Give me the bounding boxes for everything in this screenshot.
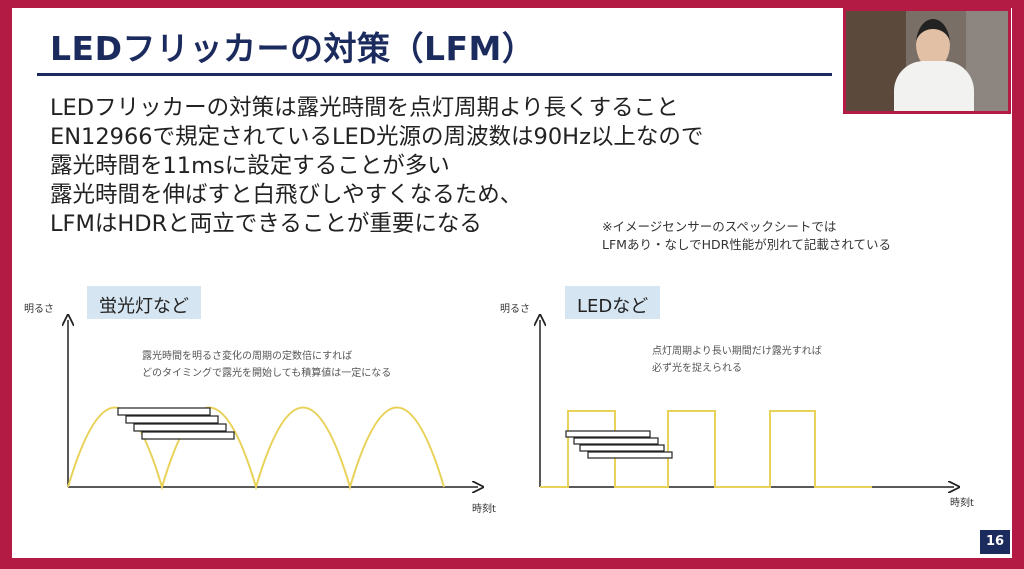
body-line: 露光時間を11msに設定することが多い bbox=[50, 153, 450, 179]
desc-line: どのタイミングで露光を開始しても積算値は一定になる bbox=[142, 368, 392, 379]
body-line: 露光時間を伸ばすと白飛びしやすくなるため、 bbox=[50, 182, 523, 208]
right-x-axis-label: 時刻t bbox=[950, 498, 974, 509]
body-text: LEDフリッカーの対策は露光時間を点灯周期より長くすること EN12966で規定… bbox=[50, 94, 703, 239]
label-fluorescent: 蛍光灯など bbox=[87, 286, 201, 319]
fluorescent-wave bbox=[67, 406, 445, 491]
desc-line: 必ず光を捉えられる bbox=[652, 363, 742, 374]
body-line: LEDフリッカーの対策は露光時間を点灯周期より長くすること bbox=[50, 95, 679, 121]
slide-title: LEDフリッカーの対策（LFM） bbox=[50, 29, 536, 68]
footnote: ※イメージセンサーのスペックシートでは LFMあり・なしでHDR性能が別れて記載… bbox=[602, 218, 891, 254]
title-underline bbox=[37, 73, 832, 76]
body-line: LFMはHDRと両立できることが重要になる bbox=[50, 211, 482, 237]
exposure-bars-right bbox=[565, 430, 673, 459]
right-description: 点灯周期より長い期間だけ露光すれば 必ず光を捉えられる bbox=[652, 343, 822, 377]
left-description: 露光時間を明るさ変化の周期の定数倍にすれば どのタイミングで露光を開始しても積算… bbox=[142, 348, 391, 382]
exposure-bars-left bbox=[117, 407, 235, 440]
label-led: LEDなど bbox=[565, 286, 661, 319]
led-pulse-wave bbox=[540, 410, 872, 488]
note-line: LFMあり・なしでHDR性能が別れて記載されている bbox=[602, 237, 892, 252]
presenter-webcam bbox=[843, 8, 1011, 114]
left-y-axis-label: 明るさ bbox=[24, 304, 54, 315]
desc-line: 露光時間を明るさ変化の周期の定数倍にすれば bbox=[142, 351, 353, 362]
right-y-axis-label: 明るさ bbox=[500, 304, 530, 315]
note-line: ※イメージセンサーのスペックシートでは bbox=[602, 219, 837, 234]
diagrams bbox=[12, 8, 1012, 558]
desc-line: 点灯周期より長い期間だけ露光すれば bbox=[652, 346, 822, 357]
body-line: EN12966で規定されているLED光源の周波数は90Hz以上なので bbox=[50, 124, 704, 150]
page-number: 16 bbox=[980, 530, 1010, 554]
left-x-axis-label: 時刻t bbox=[472, 504, 496, 515]
